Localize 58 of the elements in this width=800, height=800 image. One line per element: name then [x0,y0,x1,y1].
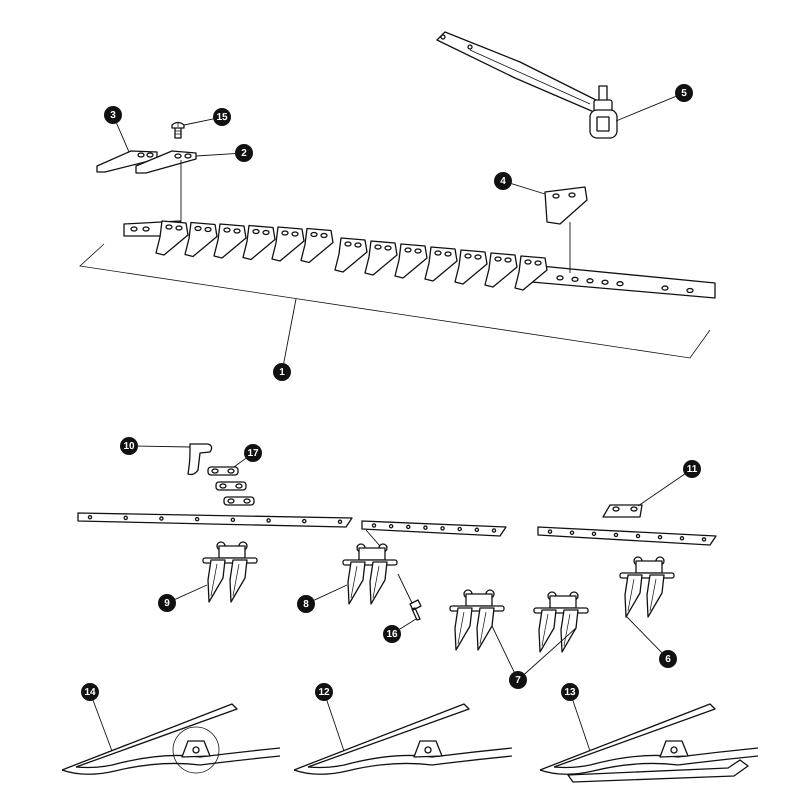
leader-line [184,118,214,126]
leader-line [511,183,546,194]
guard-bar-drawing [361,520,507,537]
plate-drawing [602,504,643,518]
leader-line [180,160,182,222]
guard-drawing [342,543,398,605]
callout-number: 6 [659,650,677,668]
guard-bar-drawing [537,526,717,546]
guard-drawing [533,591,589,653]
callout-number: 12 [315,683,333,701]
leader-line [283,298,296,364]
leader-line [398,574,412,604]
shim-plate-drawing [207,466,255,506]
callout-number: 14 [81,683,99,701]
divider-drawing [539,703,759,783]
callout-number: 1 [273,363,291,381]
callout-number: 5 [675,84,693,102]
callout-number: 3 [104,106,122,124]
guard-bar-drawing [77,512,353,528]
knife-assembly-drawing [79,220,716,358]
leader-line [524,628,576,674]
guard-drawing [449,589,505,651]
divider-drawing [61,703,281,775]
callout-number: 7 [509,671,527,689]
callout-number: 10 [120,437,138,455]
leader-line [626,616,662,654]
blade-drawing [135,150,197,174]
leader-line [399,618,416,630]
arm-drawing [436,31,618,139]
callout-number: 15 [213,108,231,126]
leader-line [366,530,380,546]
bolt-drawing [171,122,185,139]
leader-line [314,584,348,601]
leader-line [234,458,246,468]
bolt-drawing [409,599,422,621]
divider-drawing [293,703,513,775]
bracket-drawing [187,443,212,476]
leader-line [492,626,515,672]
leader-line [138,446,190,448]
leader-line [326,700,344,752]
callout-number: 8 [297,595,315,613]
callout-number: 4 [494,172,512,190]
leader-line [174,584,208,600]
leader-line [92,700,112,752]
callout-number: 11 [683,460,701,478]
plate-drawing [544,186,588,225]
callout-number: 2 [235,144,253,162]
leader-line [638,474,686,506]
guard-drawing [619,556,675,618]
callout-number: 17 [244,444,262,462]
callout-number: 16 [383,625,401,643]
leader-line [616,96,676,122]
callout-number: 9 [158,594,176,612]
callout-number: 13 [561,683,579,701]
leader-line [572,700,590,752]
leader-line [116,122,130,152]
leader-line [196,153,236,156]
guard-drawing [202,541,258,603]
